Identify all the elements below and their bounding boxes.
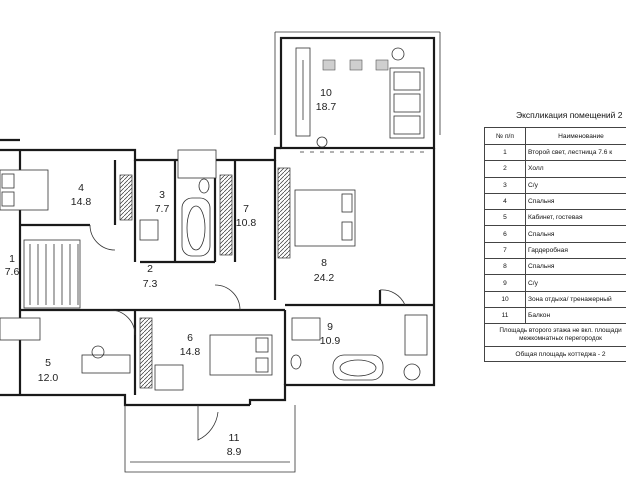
legend-row-name: Гардеробная <box>525 241 626 260</box>
room-2-label: 2 7.3 <box>143 263 158 290</box>
legend-row-name: Балкон <box>525 306 626 325</box>
door-swing <box>109 309 136 336</box>
legend-row-name: Спальня <box>525 258 626 276</box>
svg-text:10.9: 10.9 <box>320 335 341 347</box>
legend-row-name: Холл <box>525 160 626 178</box>
svg-text:10.8: 10.8 <box>236 217 257 229</box>
legend-row-num: 2 <box>484 160 526 178</box>
door-swing <box>214 284 241 311</box>
legend-title: Экспликация помещений 2 <box>516 110 623 120</box>
svg-text:11: 11 <box>229 432 240 444</box>
desk-room-6 <box>154 364 184 391</box>
room-6-label: 6 14.8 <box>180 332 201 358</box>
legend-row-name: Второй свет, лестница 7.6 к <box>525 143 626 162</box>
legend-row-num: 6 <box>484 225 526 243</box>
room-10-outline <box>274 31 441 153</box>
legend-header-num: № п/п <box>484 127 526 145</box>
legend-row-num: 5 <box>484 209 526 227</box>
sofa-room-5 <box>0 317 131 374</box>
svg-text:4: 4 <box>78 182 84 194</box>
legend-header-name: Наименование <box>525 127 626 145</box>
svg-text:14.8: 14.8 <box>71 196 92 208</box>
svg-text:7.7: 7.7 <box>155 203 170 215</box>
bed-room-4 <box>0 169 49 211</box>
svg-text:24.2: 24.2 <box>314 272 335 284</box>
legend-row-num: 9 <box>484 274 526 292</box>
svg-text:18.7: 18.7 <box>316 101 337 113</box>
bed-room-6 <box>209 334 273 376</box>
room-1-label: 1 7.6 <box>5 253 20 278</box>
door-swing <box>89 224 116 251</box>
legend-row-num: 7 <box>484 241 526 260</box>
room-11-outline <box>124 405 296 473</box>
room-8-label: 8 24.2 <box>314 257 335 284</box>
legend-note: Площадь второго этажа не вкл. площади ме… <box>484 323 626 348</box>
legend-total: Общая площадь коттеджа - 2 <box>484 346 626 363</box>
legend-row-num: 10 <box>484 290 526 308</box>
svg-text:9: 9 <box>327 321 333 333</box>
svg-text:14.8: 14.8 <box>180 346 201 358</box>
svg-text:7.3: 7.3 <box>143 278 158 290</box>
room-10-label: 10 18.7 <box>316 87 337 113</box>
legend-row-num: 8 <box>484 258 526 276</box>
closet-room-8 <box>277 167 291 259</box>
bathroom-room-3 <box>139 149 217 257</box>
room-5-label: 5 12.0 <box>38 357 59 384</box>
svg-text:3: 3 <box>159 189 165 201</box>
svg-text:10: 10 <box>320 87 332 99</box>
legend-row-name: С/у <box>525 176 626 194</box>
svg-text:2: 2 <box>147 263 153 275</box>
legend-row-name: С/у <box>525 274 626 292</box>
room-11-label: 11 8.9 <box>227 432 242 458</box>
legend-note-row: Площадь второго этажа не вкл. площади ме… <box>484 323 626 348</box>
legend-row-name: Кабинет, гостевая <box>525 209 626 227</box>
closet-room-4 <box>119 174 133 221</box>
legend-row-name: Зона отдыха/ тренажерный <box>525 290 626 308</box>
svg-text:1: 1 <box>9 253 15 265</box>
closet-room-6 <box>139 317 153 389</box>
door-swing <box>379 289 406 306</box>
legend-row-name: Спальня <box>525 192 626 211</box>
svg-text:5: 5 <box>45 357 51 369</box>
legend-row-num: 1 <box>484 143 526 162</box>
room-7-label: 7 10.8 <box>236 203 257 229</box>
staircase <box>23 239 81 309</box>
room-3-label: 3 7.7 <box>155 189 170 215</box>
bathroom-room-9 <box>290 314 428 381</box>
legend-header-row: № п/п Наименование <box>484 127 626 145</box>
svg-text:12.0: 12.0 <box>38 372 59 384</box>
legend-row-num: 11 <box>484 306 526 325</box>
svg-text:8.9: 8.9 <box>227 446 242 458</box>
svg-text:6: 6 <box>187 332 193 344</box>
legend-row-name: Спальня <box>525 225 626 243</box>
svg-text:7: 7 <box>243 203 249 215</box>
legend-row-num: 3 <box>484 176 526 194</box>
legend-total-row: Общая площадь коттеджа - 2 <box>484 346 626 363</box>
svg-text:7.6: 7.6 <box>5 266 20 278</box>
legend-row-num: 4 <box>484 192 526 211</box>
room-4-label: 4 14.8 <box>71 182 92 208</box>
svg-text:8: 8 <box>321 257 327 269</box>
bed-room-8 <box>294 189 356 247</box>
closet-room-7 <box>219 174 233 256</box>
room-9-label: 9 10.9 <box>320 321 341 347</box>
